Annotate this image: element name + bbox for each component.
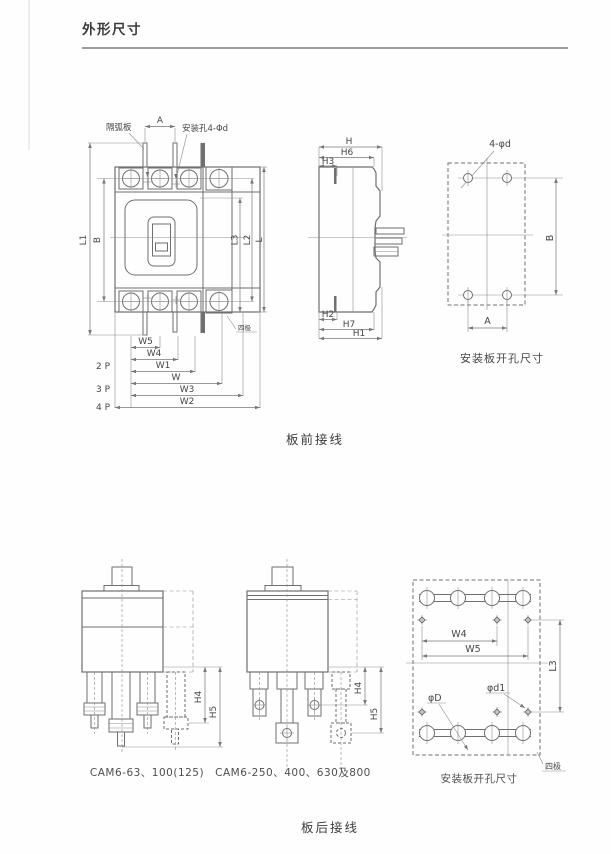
front-left-dims: L1 B (79, 142, 146, 336)
dim-w-label: W (172, 373, 181, 383)
dim-w4-label: W4 (147, 349, 162, 359)
rear-busbars (249, 671, 324, 744)
dim-l-label: L (255, 237, 265, 242)
dim-w2-label: W2 (180, 397, 195, 407)
front-bottom-dims: W5 W4 W1 W W3 W2 2 P 3 P 4 P (96, 313, 261, 413)
plate-front-caption: 安装板开孔尺寸 (460, 352, 544, 365)
dim-a2-label: A (484, 316, 491, 327)
terminals-bottom (97, 289, 254, 314)
front-wiring-caption: 板前接线 (285, 432, 344, 447)
rear-studs (83, 671, 159, 747)
dim-l3-plate-label: L3 (548, 660, 559, 671)
front-four-pole-callout: 四极 (226, 315, 257, 333)
rear-stud-phantom (163, 671, 189, 750)
front-top-annotations: 隔弧板 A 安装孔4-Φd (106, 116, 228, 174)
side-body (308, 166, 407, 313)
dim-h5-small-label: H5 (209, 706, 219, 719)
bottom-hole-chain (419, 722, 531, 744)
dim-w5-plate-label: W5 (465, 644, 480, 655)
rear-small-frame-drawing: H4 H5 (81, 559, 223, 752)
model-large-caption: CAM6-250、400、630及800 (215, 767, 371, 779)
large-body (246, 559, 358, 770)
mounting-plate-rear-drawing: W4 W5 L3 φD φd1 四极 (406, 579, 566, 772)
dim-h4-small-label: H4 (194, 690, 204, 703)
terminals-top (97, 166, 254, 191)
dim-l2-label: L2 (243, 235, 253, 246)
arc-plate-label: 隔弧板 (106, 122, 132, 133)
holes-4phid-label: 4-φd (489, 139, 511, 150)
small-dims: H4 H5 (122, 666, 223, 748)
plate-rear-dims: W4 W5 L3 (421, 619, 564, 713)
dim-h3-label: H3 (322, 157, 335, 167)
rear-busbar-phantom (330, 671, 352, 770)
four-pole-plate-label: 四极 (545, 761, 561, 771)
page-edge-artifact (28, 0, 30, 150)
plate-rear-callouts: φD φd1 四极 (427, 683, 566, 772)
dim-h7-label: H7 (343, 320, 356, 330)
mounting-plate-front-drawing: 4-φd B A (442, 139, 563, 332)
dim-h1-label: H1 (353, 329, 366, 339)
dim-w3-label: W3 (180, 385, 195, 395)
dim-l1-label: L1 (79, 235, 89, 246)
dim-w1-label: W1 (156, 361, 171, 371)
four-pole-label: 四极 (238, 323, 252, 332)
dim-b-label: B (93, 237, 103, 243)
front-right-dims: L3 L2 L (200, 166, 267, 313)
dim-h2-label: H2 (322, 310, 335, 320)
side-top-dims: H H6 H3 (318, 137, 383, 191)
small-body (81, 559, 194, 752)
mount-hole-label: 安装孔4-Φd (182, 123, 228, 134)
plate-holes (463, 170, 512, 303)
phi-d-label: φD (428, 693, 442, 704)
pole-4p-label: 4 P (96, 403, 111, 413)
dim-h6-label: H6 (341, 148, 354, 158)
rear-large-frame-drawing: H4 H5 (246, 559, 384, 770)
top-hole-chain (419, 587, 531, 609)
screw-hole-markers (417, 615, 533, 717)
dim-a-label: A (157, 116, 164, 126)
pole-3p-label: 3 P (96, 385, 111, 395)
dim-h5-large-label: H5 (370, 708, 380, 721)
dim-h-label: H (346, 137, 353, 147)
side-bottom-dims: H2 H7 H1 (318, 287, 383, 341)
phi-d1-label: φd1 (487, 683, 505, 694)
rear-wiring-caption: 板后接线 (300, 820, 359, 835)
dim-b2-label: B (545, 235, 556, 242)
dim-h4-large-label: H4 (354, 681, 364, 694)
dim-l3-label: L3 (231, 235, 241, 246)
pole-2p-label: 2 P (96, 362, 111, 372)
page-title: 外形尺寸 (82, 22, 142, 38)
dim-w5-label: W5 (138, 337, 153, 347)
side-view-drawing: H H6 H3 H2 H7 H1 (308, 137, 407, 341)
large-dims: H4 H5 (321, 666, 384, 734)
title-divider (82, 47, 568, 49)
arc-barriers (142, 142, 205, 336)
mount-hole-markers (143, 172, 180, 304)
model-small-caption: CAM6-63、100(125) (89, 767, 205, 779)
front-view-drawing: 隔弧板 A 安装孔4-Φd L1 B L3 L2 L (79, 116, 267, 413)
dim-w4-plate-label: W4 (451, 629, 466, 640)
plate-rear-caption: 安装板开孔尺寸 (440, 773, 518, 785)
